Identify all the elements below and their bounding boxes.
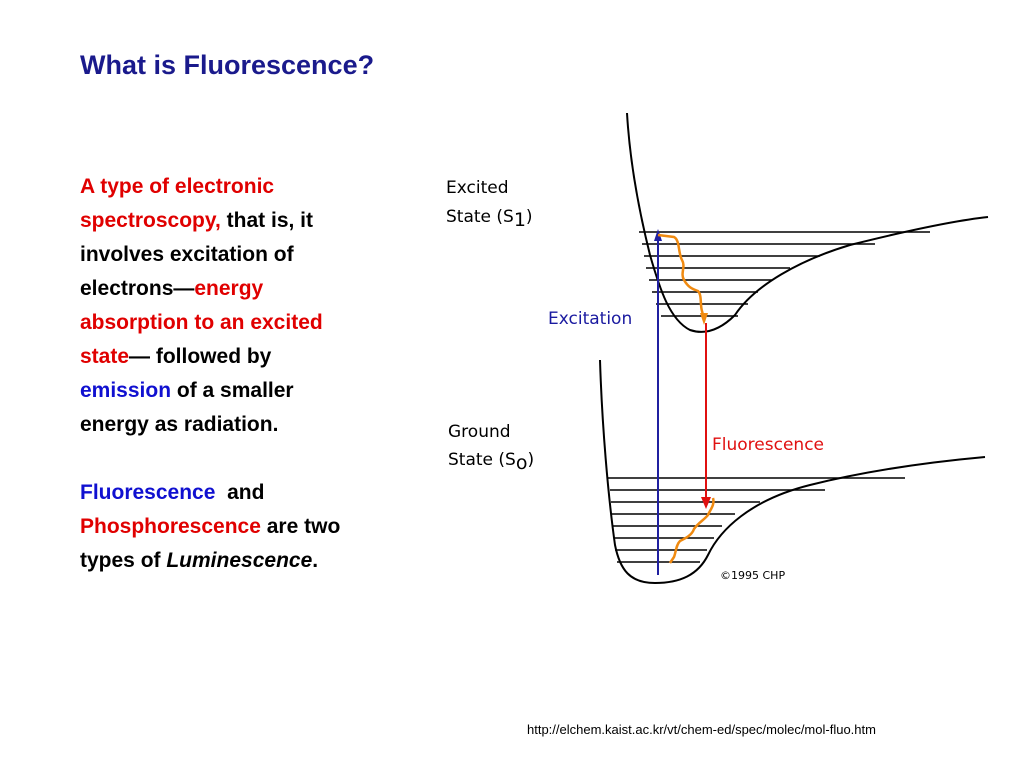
excited-state-curve	[626, 112, 989, 333]
text-followed-by: — followed by	[129, 345, 272, 368]
text-period: .	[312, 549, 319, 572]
paragraph-luminescence: Fluorescence and Phosphorescence are two…	[80, 476, 350, 578]
text-phosphorescence: Phosphorescence	[80, 515, 261, 538]
ground-relaxation-path	[668, 497, 715, 564]
text-electronic-spectroscopy: A type of electronic spectroscopy,	[80, 175, 275, 232]
fluorescence-label: Fluorescence	[712, 435, 824, 455]
ground-state-curve	[599, 359, 986, 585]
excited-state-label-line2: State (S1)	[446, 207, 533, 231]
source-url: http://elchem.kaist.ac.kr/vt/chem-ed/spe…	[527, 722, 876, 737]
paragraph-definition: A type of electronic spectroscopy, that …	[80, 170, 350, 442]
text-smaller-energy: of a smaller energy as radiation.	[80, 379, 294, 436]
excited-vibrational-levels	[639, 231, 930, 317]
relaxation-arrowhead	[700, 313, 708, 325]
text-are-two-types: are two types of	[80, 515, 341, 572]
slide-title: What is Fluorescence?	[80, 50, 375, 80]
excited-relaxation-path	[657, 233, 706, 320]
ground-state-label-line1: Ground	[448, 422, 511, 442]
copyright-text: ©1995 CHP	[720, 569, 785, 582]
text-energy-absorption: energy absorption to an excited state	[80, 277, 323, 368]
jablonski-diagram: Excited State (S1) Excitation Ground Sta…	[446, 112, 989, 585]
excitation-label: Excitation	[548, 309, 632, 329]
ground-vibrational-levels	[608, 477, 905, 563]
text-and: and	[227, 481, 265, 504]
description-text: A type of electronic spectroscopy, that …	[80, 170, 350, 578]
text-luminescence: Luminescence	[166, 549, 313, 572]
text-emission: emission	[80, 379, 172, 402]
text-that-is: that is, it involves excitation of elect…	[80, 209, 314, 300]
excited-state-label-line1: Excited	[446, 178, 509, 198]
fluorescence-arrow	[701, 323, 711, 509]
ground-state-label-line2: State (So)	[448, 450, 534, 474]
excitation-arrow	[654, 229, 662, 575]
text-fluorescence: Fluorescence	[80, 481, 216, 504]
